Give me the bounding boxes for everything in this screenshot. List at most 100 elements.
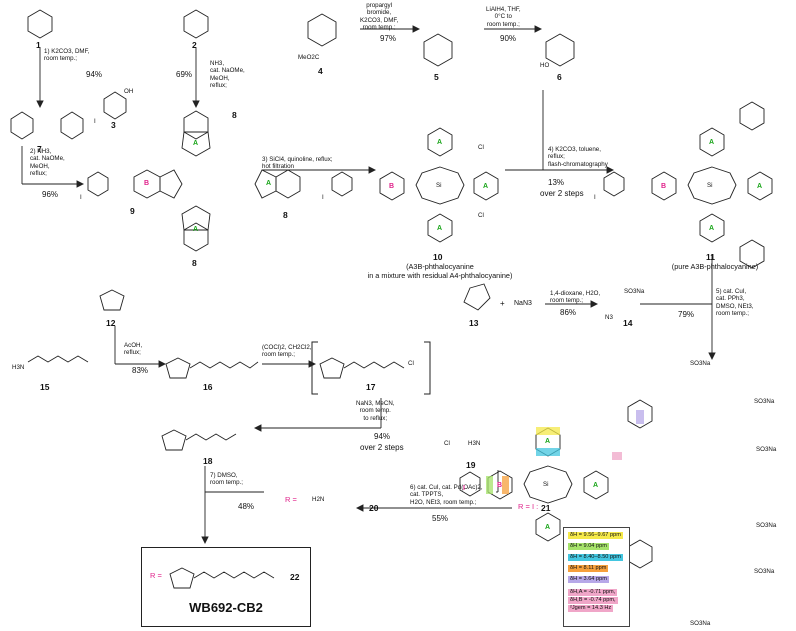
label-so3na-21-c: SO3Na <box>756 446 777 453</box>
highlight-pink <box>612 452 622 460</box>
compound-9-pyrrole <box>159 169 183 199</box>
ring-b-11: B <box>661 183 667 190</box>
compound-10-ring-right <box>473 171 499 201</box>
compound-21-core <box>523 465 573 504</box>
label-i-11: I <box>594 194 596 201</box>
yield-5: 97% <box>380 34 397 43</box>
label-si-21: Si <box>543 481 549 488</box>
caption-11: (pure A3B-phthalocyanine) <box>671 262 759 271</box>
compound-21-gallate-top <box>627 399 653 429</box>
compound-label-11: 11 <box>706 252 715 262</box>
label-so3na-21-f: SO3Na <box>690 620 711 627</box>
conditions-step-18: NaN3, MeCN, room temp. to reflux; <box>356 400 395 422</box>
ring-a-10-top: A <box>437 139 443 146</box>
label-i-10: I <box>322 194 324 201</box>
compound-1-ring <box>27 9 53 39</box>
compound-7-ring-b <box>60 111 84 140</box>
highlight-orange <box>502 476 509 494</box>
conditions-step-5: propargyl bromide, K2CO3, DMF, room temp… <box>360 2 399 32</box>
caption-10-line2: in a mixture with residual A4-phthalocya… <box>367 271 513 280</box>
compound-22-ring <box>169 567 195 589</box>
compound-12-ring <box>99 289 125 311</box>
conditions-step-7: 7) DMSO, room temp.; <box>210 472 244 487</box>
label-so3na-21-b: SO3Na <box>754 398 775 405</box>
compound-18-ring <box>161 429 187 451</box>
ring-a-21-bottom: A <box>545 524 551 531</box>
yield-21: 79% <box>678 310 695 319</box>
ring-a-10-right: A <box>483 183 489 190</box>
label-meo2c: MeO2C <box>298 54 320 61</box>
compound-13-ring <box>463 283 491 311</box>
label-n3-14: N3 <box>605 314 613 321</box>
label-si-11: Si <box>707 182 713 189</box>
compound-label-3: 3 <box>111 120 116 130</box>
compound-label-12: 12 <box>106 318 116 328</box>
compound-11-ring-bottom <box>699 213 725 243</box>
ring-b-10: B <box>389 183 395 190</box>
conditions-step-2: 2) NH3, cat. NaOMe, MeOH, reflux; <box>30 148 65 178</box>
label-r-eq-22: R = <box>150 571 162 580</box>
label-so3na-21-d: SO3Na <box>756 522 777 529</box>
label-h3n-15: H3N <box>12 364 25 371</box>
compound-8-right-pyrrole <box>254 169 277 199</box>
compound-8-top-pyrrole <box>181 131 211 157</box>
label-h3n-19: H3N <box>468 440 481 447</box>
compound-22-chain <box>193 571 275 579</box>
ring-a-11-bottom: A <box>709 225 715 232</box>
conditions-step-17: (COCl)2, CH2Cl2, room temp.; <box>262 344 312 359</box>
ring-a-11-top: A <box>709 139 715 146</box>
conditions-step-1: 1) K2CO3, DMF, room temp.; <box>44 48 90 63</box>
compound-11-gallate-bottom <box>739 239 765 269</box>
highlight-yellow <box>536 427 560 435</box>
ring-a-10-bottom: A <box>437 225 443 232</box>
ring-a-21-right: A <box>593 482 599 489</box>
yield-14: 86% <box>560 308 577 317</box>
compound-label-2: 2 <box>192 40 197 50</box>
compound-label-16: 16 <box>203 382 213 392</box>
compound-11-ring-right <box>747 171 773 201</box>
compound-label-22: 22 <box>290 572 300 582</box>
conditions-step-3: 3) SiCl4, quinoline, reflux; hot filtrat… <box>262 156 333 171</box>
highlight-purple <box>636 410 644 424</box>
compound-label-7: 7 <box>37 144 42 154</box>
compound-2-ring <box>183 9 209 39</box>
compound-8-bottom-pyrrole <box>181 205 211 231</box>
label-plus: + <box>500 299 505 308</box>
compound-6-ring <box>545 33 575 67</box>
yield-22: 48% <box>238 502 255 511</box>
yield-20: 55% <box>432 514 449 523</box>
compound-7-ring-a <box>10 111 34 140</box>
compound-11-aryl <box>603 171 625 197</box>
compound-17-ring <box>319 357 345 379</box>
compound-4-ring <box>307 13 337 47</box>
label-r-eq-i: R = I : <box>518 502 539 511</box>
compound-11-gallate-top <box>739 101 765 131</box>
legend-item-pink-2: δH,B = -0.74 ppm, <box>568 597 618 604</box>
ring-b-21: B <box>497 482 503 489</box>
yield-9: 96% <box>42 190 59 199</box>
highlight-green <box>486 476 493 494</box>
caption-10-line1: (A3B-phthalocyanine <box>406 262 474 271</box>
label-nan3: NaN3 <box>514 300 532 307</box>
legend-item-pink-3: ²Jgem = 14.3 Hz <box>568 605 614 612</box>
label-si-10: Si <box>436 182 442 189</box>
compound-label-5: 5 <box>434 72 439 82</box>
conditions-step-14: 1,4-dioxane, H2O, room temp.; <box>550 290 601 305</box>
bracket-left-17 <box>311 341 318 395</box>
bracket-right-17 <box>424 341 431 395</box>
label-r-eq-20: R = <box>285 495 297 504</box>
compound-label-14: 14 <box>623 318 633 328</box>
yield-7: 94% <box>86 70 103 79</box>
label-oh-3: OH <box>124 88 134 95</box>
compound-3-ring <box>103 91 127 120</box>
highlight-cyan <box>536 448 560 456</box>
yield-11-steps: over 2 steps <box>540 189 584 198</box>
legend-item-cyan: δH = 8.40–8.50 ppm <box>568 554 623 561</box>
compound-21-ring-bottom <box>535 512 561 542</box>
compound-15-chain <box>27 355 89 363</box>
compound-10-core <box>415 166 465 205</box>
final-product-title: WB692-CB2 <box>189 600 263 615</box>
yield-8: 69% <box>176 70 193 79</box>
compound-label-1: 1 <box>36 40 41 50</box>
